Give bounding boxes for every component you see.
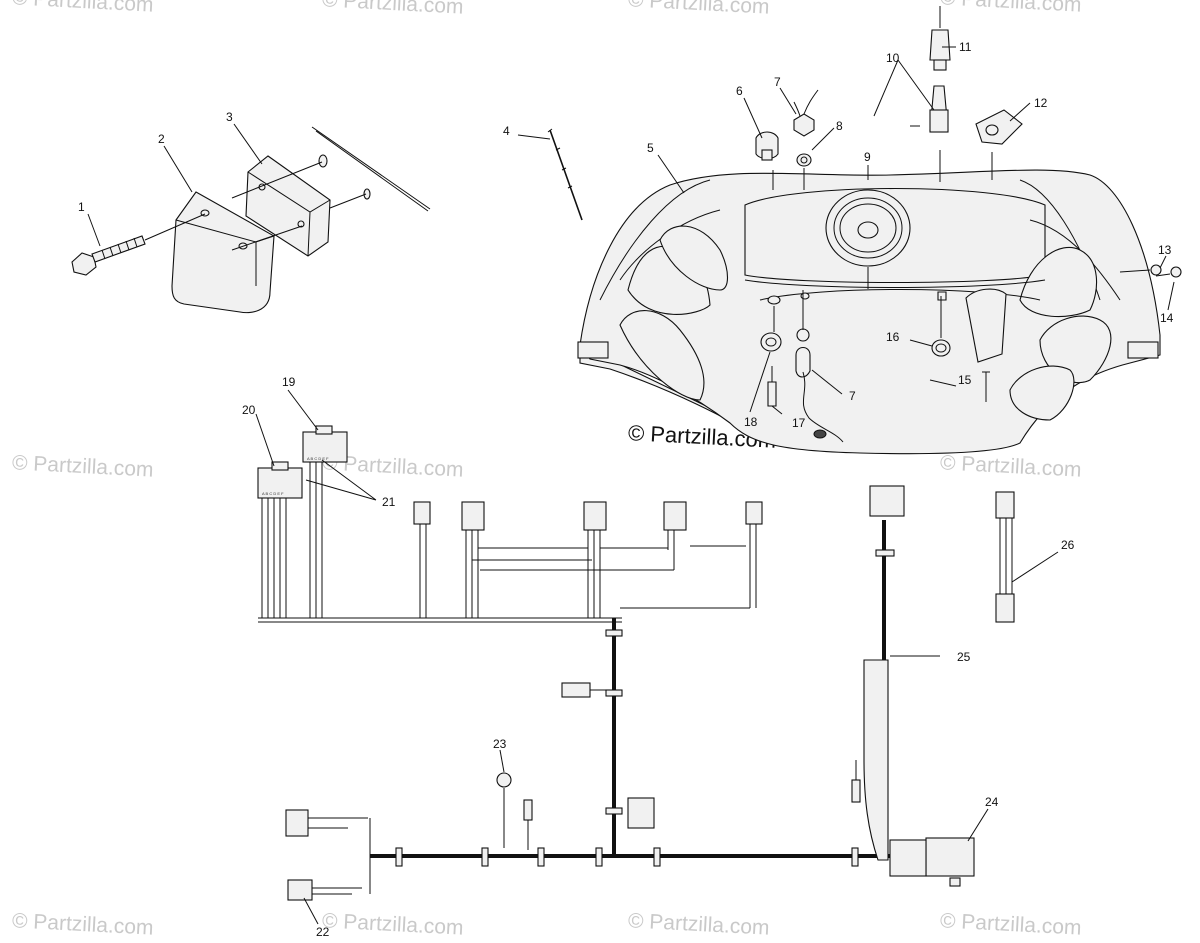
- callout-4: 4: [503, 124, 510, 138]
- callout-21: 21: [382, 495, 396, 509]
- callout-14: 14: [1160, 311, 1174, 325]
- dash-console-part-5: [577, 169, 1161, 455]
- callout-22: 22: [316, 925, 330, 939]
- bracket-part-12: [975, 109, 1023, 180]
- bolt-part-1: [71, 235, 146, 276]
- branch-connector: [413, 501, 431, 525]
- screw-part-14: [1155, 266, 1182, 278]
- branch-connector: [663, 501, 687, 531]
- connector-part-10: [910, 85, 949, 133]
- callout-12: 12: [1034, 96, 1048, 110]
- washer-part-13: [1150, 264, 1162, 276]
- svg-text:A B C D E F: A B C D E F: [307, 456, 329, 461]
- branch-connector: [461, 501, 485, 531]
- callout-13: 13: [1158, 243, 1172, 257]
- nut-part-18: [760, 306, 782, 352]
- callout-18: 18: [744, 415, 758, 429]
- wiring-harness: A B C D E F A B C D E F: [257, 425, 1015, 901]
- leader: [772, 168, 805, 190]
- switch-part-6: [755, 131, 779, 161]
- branch-connector: [745, 501, 763, 525]
- callout-8: 8: [836, 119, 843, 133]
- callout-24: 24: [985, 795, 999, 809]
- callout-3: 3: [226, 110, 233, 124]
- key-switch-part-7-bottom: [795, 290, 844, 443]
- screw-part-15: [982, 371, 990, 402]
- gauge-part-9: [825, 189, 911, 267]
- callout-labels: 1 2 3 4 5 6 7 8 9 10 11 12 13 14 15 16 7…: [78, 40, 1174, 939]
- connector-part-11: [929, 6, 951, 71]
- switch-part-7-top: [793, 89, 819, 137]
- callout-1: 1: [78, 200, 85, 214]
- leader-lines: [87, 46, 1175, 925]
- callout-10: 10: [886, 51, 900, 65]
- branch-connector: [583, 501, 607, 531]
- assembly-line: [144, 161, 367, 251]
- connector-20: [257, 467, 303, 499]
- leader: [1119, 269, 1151, 273]
- frame-edge: [311, 126, 431, 212]
- callout-11: 11: [959, 40, 972, 54]
- callout-7-lower: 7: [849, 389, 856, 403]
- svg-text:A B C D E F: A B C D E F: [262, 491, 284, 496]
- spacer-part-3: [245, 154, 371, 257]
- rod-part-4: [547, 128, 583, 221]
- callout-26: 26: [1061, 538, 1075, 552]
- callout-23: 23: [493, 737, 507, 751]
- callout-2: 2: [158, 132, 165, 146]
- callout-20: 20: [242, 403, 256, 417]
- callout-9: 9: [864, 150, 871, 164]
- callout-17: 17: [792, 416, 806, 430]
- callout-19: 19: [282, 375, 296, 389]
- connector-19: [302, 431, 348, 463]
- callout-16: 16: [886, 330, 900, 344]
- callout-7: 7: [774, 75, 781, 89]
- callout-25: 25: [957, 650, 971, 664]
- plug-part-17: [767, 366, 777, 407]
- grommet-part-16: [931, 296, 951, 357]
- callout-5: 5: [647, 141, 654, 155]
- nut-part-8: [796, 153, 812, 167]
- callout-6: 6: [736, 84, 743, 98]
- callout-15: 15: [958, 373, 972, 387]
